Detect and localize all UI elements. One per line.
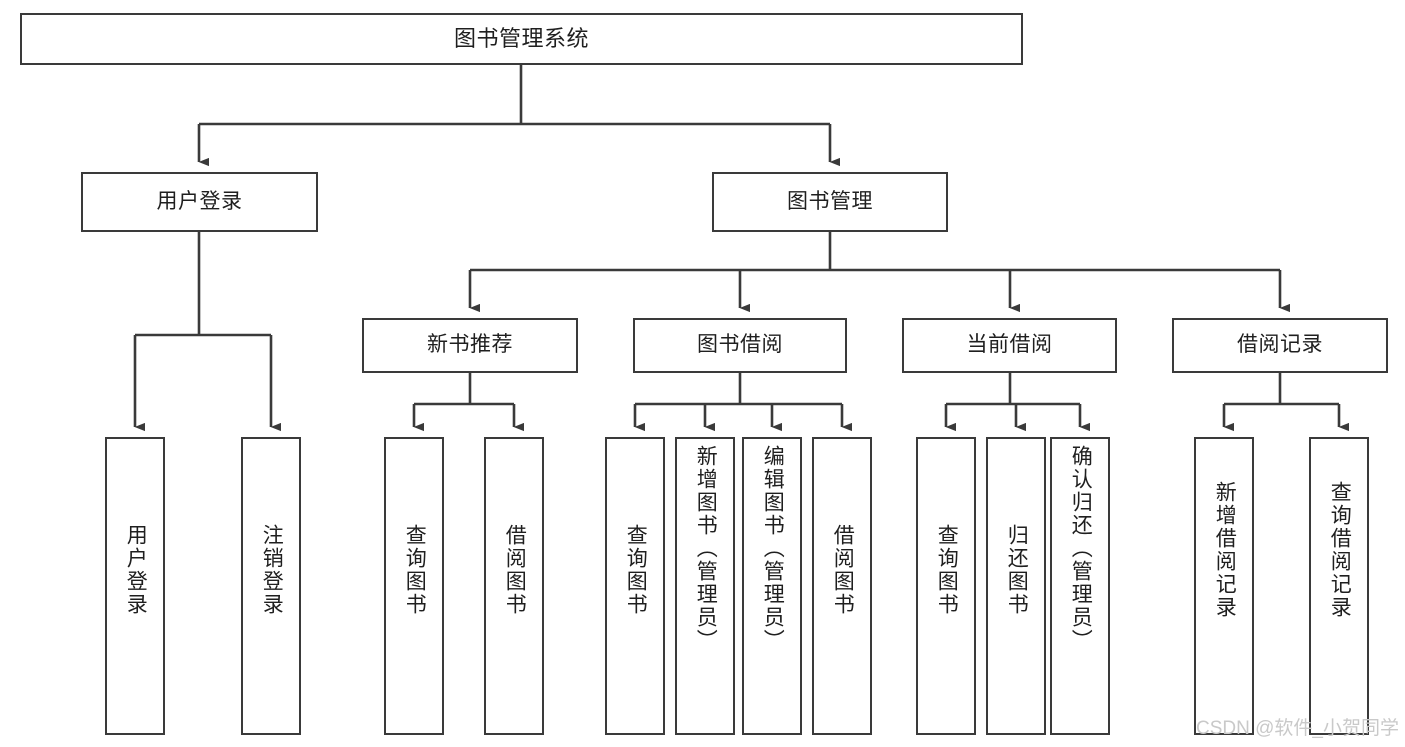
node-label: 新增图书（管理员） [694, 445, 718, 652]
node-label: 新增借阅记录 [1213, 481, 1237, 619]
node-label: 图书管理系统 [453, 26, 589, 52]
node-label: 图书管理 [787, 189, 873, 213]
node-root-system[interactable]: 图书管理系统 [20, 13, 1023, 65]
node-leaf-return-book[interactable]: 归还图书 [986, 437, 1046, 735]
node-current-borrow[interactable]: 当前借阅 [902, 318, 1117, 373]
node-leaf-add-book[interactable]: 新增图书（管理员） [675, 437, 735, 735]
node-label: 注销登录 [260, 524, 284, 616]
node-leaf-query-book-3[interactable]: 查询图书 [916, 437, 976, 735]
node-borrow-record[interactable]: 借阅记录 [1172, 318, 1388, 373]
node-leaf-logout[interactable]: 注销登录 [241, 437, 301, 735]
node-label: 查询图书 [624, 524, 648, 616]
node-label: 用户登录 [156, 189, 243, 213]
node-leaf-query-record[interactable]: 查询借阅记录 [1309, 437, 1369, 735]
node-label: 查询图书 [935, 524, 959, 616]
node-label: 编辑图书（管理员） [761, 445, 785, 652]
node-leaf-query-book-1[interactable]: 查询图书 [384, 437, 444, 735]
node-label: 查询图书 [403, 524, 427, 616]
node-label: 借阅图书 [503, 524, 527, 616]
node-leaf-edit-book[interactable]: 编辑图书（管理员） [742, 437, 802, 735]
node-leaf-user-login[interactable]: 用户登录 [105, 437, 165, 735]
node-leaf-borrow-book-2[interactable]: 借阅图书 [812, 437, 872, 735]
node-new-book-recommend[interactable]: 新书推荐 [362, 318, 578, 373]
node-label: 图书借阅 [697, 333, 783, 357]
node-leaf-query-book-2[interactable]: 查询图书 [605, 437, 665, 735]
node-label: 用户登录 [124, 524, 148, 616]
node-book-borrow[interactable]: 图书借阅 [633, 318, 847, 373]
node-label: 查询借阅记录 [1328, 481, 1352, 619]
csdn-watermark: CSDN @软件_小贺同学 [1196, 718, 1399, 739]
node-leaf-confirm-return[interactable]: 确认归还（管理员） [1050, 437, 1110, 735]
node-label: 归还图书 [1005, 524, 1029, 616]
node-label: 确认归还（管理员） [1069, 445, 1093, 652]
node-label: 借阅图书 [831, 524, 855, 616]
node-label: 借阅记录 [1237, 333, 1323, 357]
node-leaf-borrow-book-1[interactable]: 借阅图书 [484, 437, 544, 735]
node-leaf-add-record[interactable]: 新增借阅记录 [1194, 437, 1254, 735]
node-user-login[interactable]: 用户登录 [81, 172, 318, 232]
node-book-manage[interactable]: 图书管理 [712, 172, 948, 232]
node-label: 新书推荐 [427, 333, 513, 357]
node-label: 当前借阅 [966, 333, 1053, 357]
